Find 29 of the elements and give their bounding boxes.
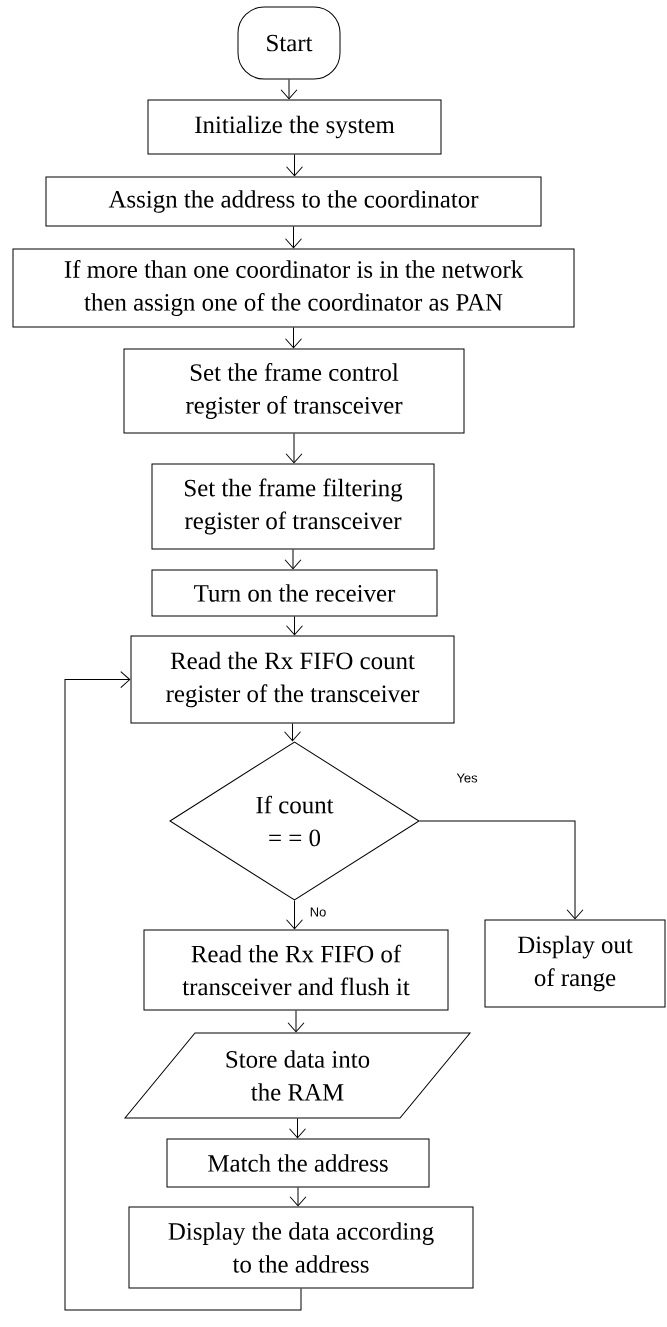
data-parallelogram: Store data into the RAM (124, 1032, 471, 1119)
arrow (286, 154, 303, 177)
arrow (285, 433, 303, 464)
arrow (289, 1187, 307, 1207)
arrow (286, 900, 303, 930)
process-box: Set the frame control register of transceiver (123, 348, 465, 434)
arrow (280, 79, 298, 100)
arrow (285, 226, 302, 249)
arrow (419, 820, 584, 920)
process-box: Match the address (166, 1138, 430, 1188)
process-box: Display the data according to the address (128, 1206, 474, 1289)
process-box: Set the frame filtering register of transceiver (151, 463, 435, 550)
arrow (284, 723, 301, 742)
start-terminal: Start (237, 6, 341, 80)
edge-label: No (308, 906, 328, 918)
arrow (285, 327, 302, 349)
arrow (64, 671, 302, 1311)
arrow (287, 1010, 305, 1033)
output-box: Display out of range (484, 919, 666, 1008)
arrow (286, 616, 303, 636)
process-box: If more than one coordinator is in the network then assign one of the coordinator as PAN (12, 248, 575, 328)
process-box: Assign the address to the coordinator (45, 176, 542, 227)
arrow (289, 1118, 306, 1139)
edge-label: Yes (455, 772, 479, 784)
process-box: Turn on the receiver (151, 569, 438, 617)
arrow (284, 549, 302, 570)
process-box: Read the Rx FIFO of transceiver and flush it (143, 929, 449, 1011)
process-box: Initialize the system (147, 99, 442, 155)
process-box: Read the Rx FIFO count register of the transceiver (130, 635, 455, 724)
